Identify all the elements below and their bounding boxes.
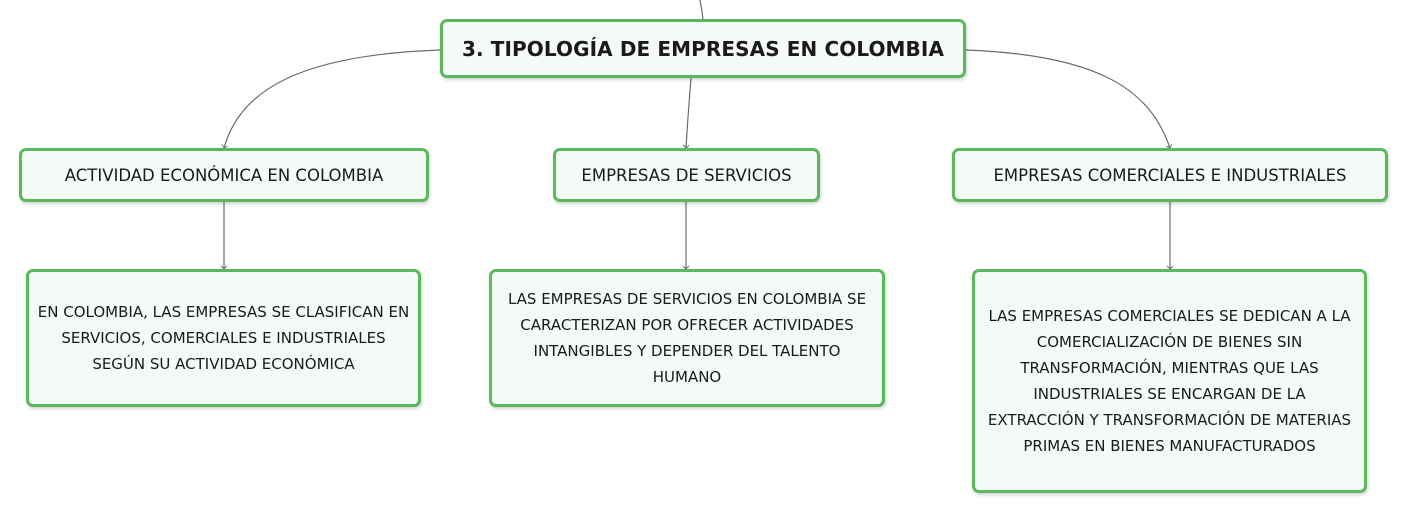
root-topic[interactable]: 3. TIPOLOGÍA DE EMPRESAS EN COLOMBIA xyxy=(440,19,966,78)
connector-root-to-comerciales xyxy=(965,49,1173,149)
topic-empresas-comerciales-industriales-label: EMPRESAS COMERCIALES E INDUSTRIALES xyxy=(993,165,1347,185)
connector-root-to-servicios xyxy=(682,77,692,149)
subtopic-empresas-servicios-text: LAS EMPRESAS DE SERVICIOS EN COLOMBIA SE… xyxy=(507,290,867,386)
topic-empresas-servicios[interactable]: EMPRESAS DE SERVICIOS xyxy=(553,148,820,202)
connector-root-to-actividad xyxy=(221,49,441,149)
root-topic-title: 3. TIPOLOGÍA DE EMPRESAS EN COLOMBIA xyxy=(461,36,945,61)
subtopic-actividad-economica-detail[interactable]: EN COLOMBIA, LAS EMPRESAS SE CLASIFICAN … xyxy=(26,269,421,407)
topic-empresas-comerciales-industriales[interactable]: EMPRESAS COMERCIALES E INDUSTRIALES xyxy=(952,148,1388,202)
topic-actividad-economica[interactable]: ACTIVIDAD ECONÓMICA EN COLOMBIA xyxy=(19,148,429,202)
topic-actividad-economica-label: ACTIVIDAD ECONÓMICA EN COLOMBIA xyxy=(64,165,384,185)
subtopic-empresas-comerciales-industriales-detail[interactable]: LAS EMPRESAS COMERCIALES SE DEDICAN A LA… xyxy=(972,269,1367,493)
connector-parent-to-root xyxy=(699,0,704,20)
subtopic-empresas-comerciales-industriales-text: LAS EMPRESAS COMERCIALES SE DEDICAN A LA… xyxy=(987,307,1352,455)
subtopic-actividad-economica-text: EN COLOMBIA, LAS EMPRESAS SE CLASIFICAN … xyxy=(37,303,410,373)
subtopic-empresas-servicios-detail[interactable]: LAS EMPRESAS DE SERVICIOS EN COLOMBIA SE… xyxy=(489,269,885,407)
topic-empresas-servicios-label: EMPRESAS DE SERVICIOS xyxy=(581,165,792,185)
